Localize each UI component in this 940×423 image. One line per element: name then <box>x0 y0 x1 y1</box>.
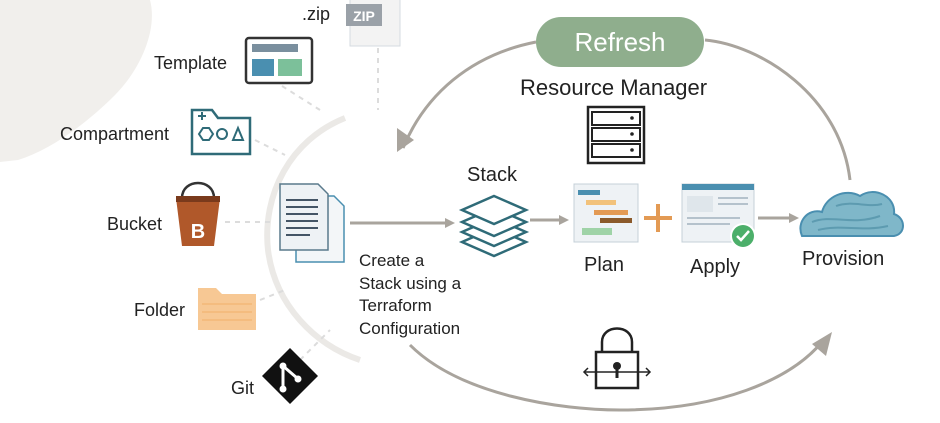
plan-label: Plan <box>584 254 625 276</box>
background-blob <box>0 0 152 162</box>
stack-label: Stack <box>467 164 518 186</box>
cloud-icon <box>799 191 904 237</box>
terraform-config-icon <box>279 183 345 263</box>
caption-line-1: Create a <box>359 251 425 270</box>
bucket-icon: B <box>176 181 220 246</box>
refresh-badge: Refresh <box>536 17 704 67</box>
stack-icon <box>458 194 530 258</box>
refresh-arc-arrow <box>401 38 852 181</box>
server-icon <box>586 105 646 165</box>
template-icon <box>244 36 314 85</box>
compartment-label: Compartment <box>60 124 170 144</box>
plus-icon <box>644 204 672 232</box>
apply-label: Apply <box>690 256 741 278</box>
caption-line-4: Configuration <box>359 318 461 338</box>
bottom-arc-arrow <box>408 341 824 412</box>
provision-label: Provision <box>802 248 885 270</box>
refresh-arrowhead <box>397 128 414 152</box>
folder-label: Folder <box>134 300 186 320</box>
caption-line-2: Stack using a <box>359 273 462 293</box>
git-label: Git <box>231 378 255 398</box>
source-connectors <box>225 48 379 361</box>
apply-icon <box>681 183 756 249</box>
lock-icon <box>582 327 652 390</box>
source-ring <box>264 115 361 363</box>
template-label: Template <box>154 53 228 73</box>
stack-caption: Create a Stack using a Terraform Configu… <box>359 250 461 340</box>
caption-line-3: Terraform <box>359 296 432 315</box>
git-icon <box>262 348 318 404</box>
plan-icon <box>573 183 639 243</box>
folder-icon <box>198 288 256 330</box>
compartment-icon <box>190 108 252 156</box>
bucket-letter: B <box>191 221 205 243</box>
resource-manager-label: Resource Manager <box>520 75 708 100</box>
bottom-arrowhead <box>812 332 832 356</box>
zip-badge-text: ZIP <box>353 8 375 24</box>
zip-label: .zip <box>302 4 331 24</box>
zip-file-icon: ZIP <box>346 0 401 47</box>
bucket-label: Bucket <box>107 214 163 234</box>
